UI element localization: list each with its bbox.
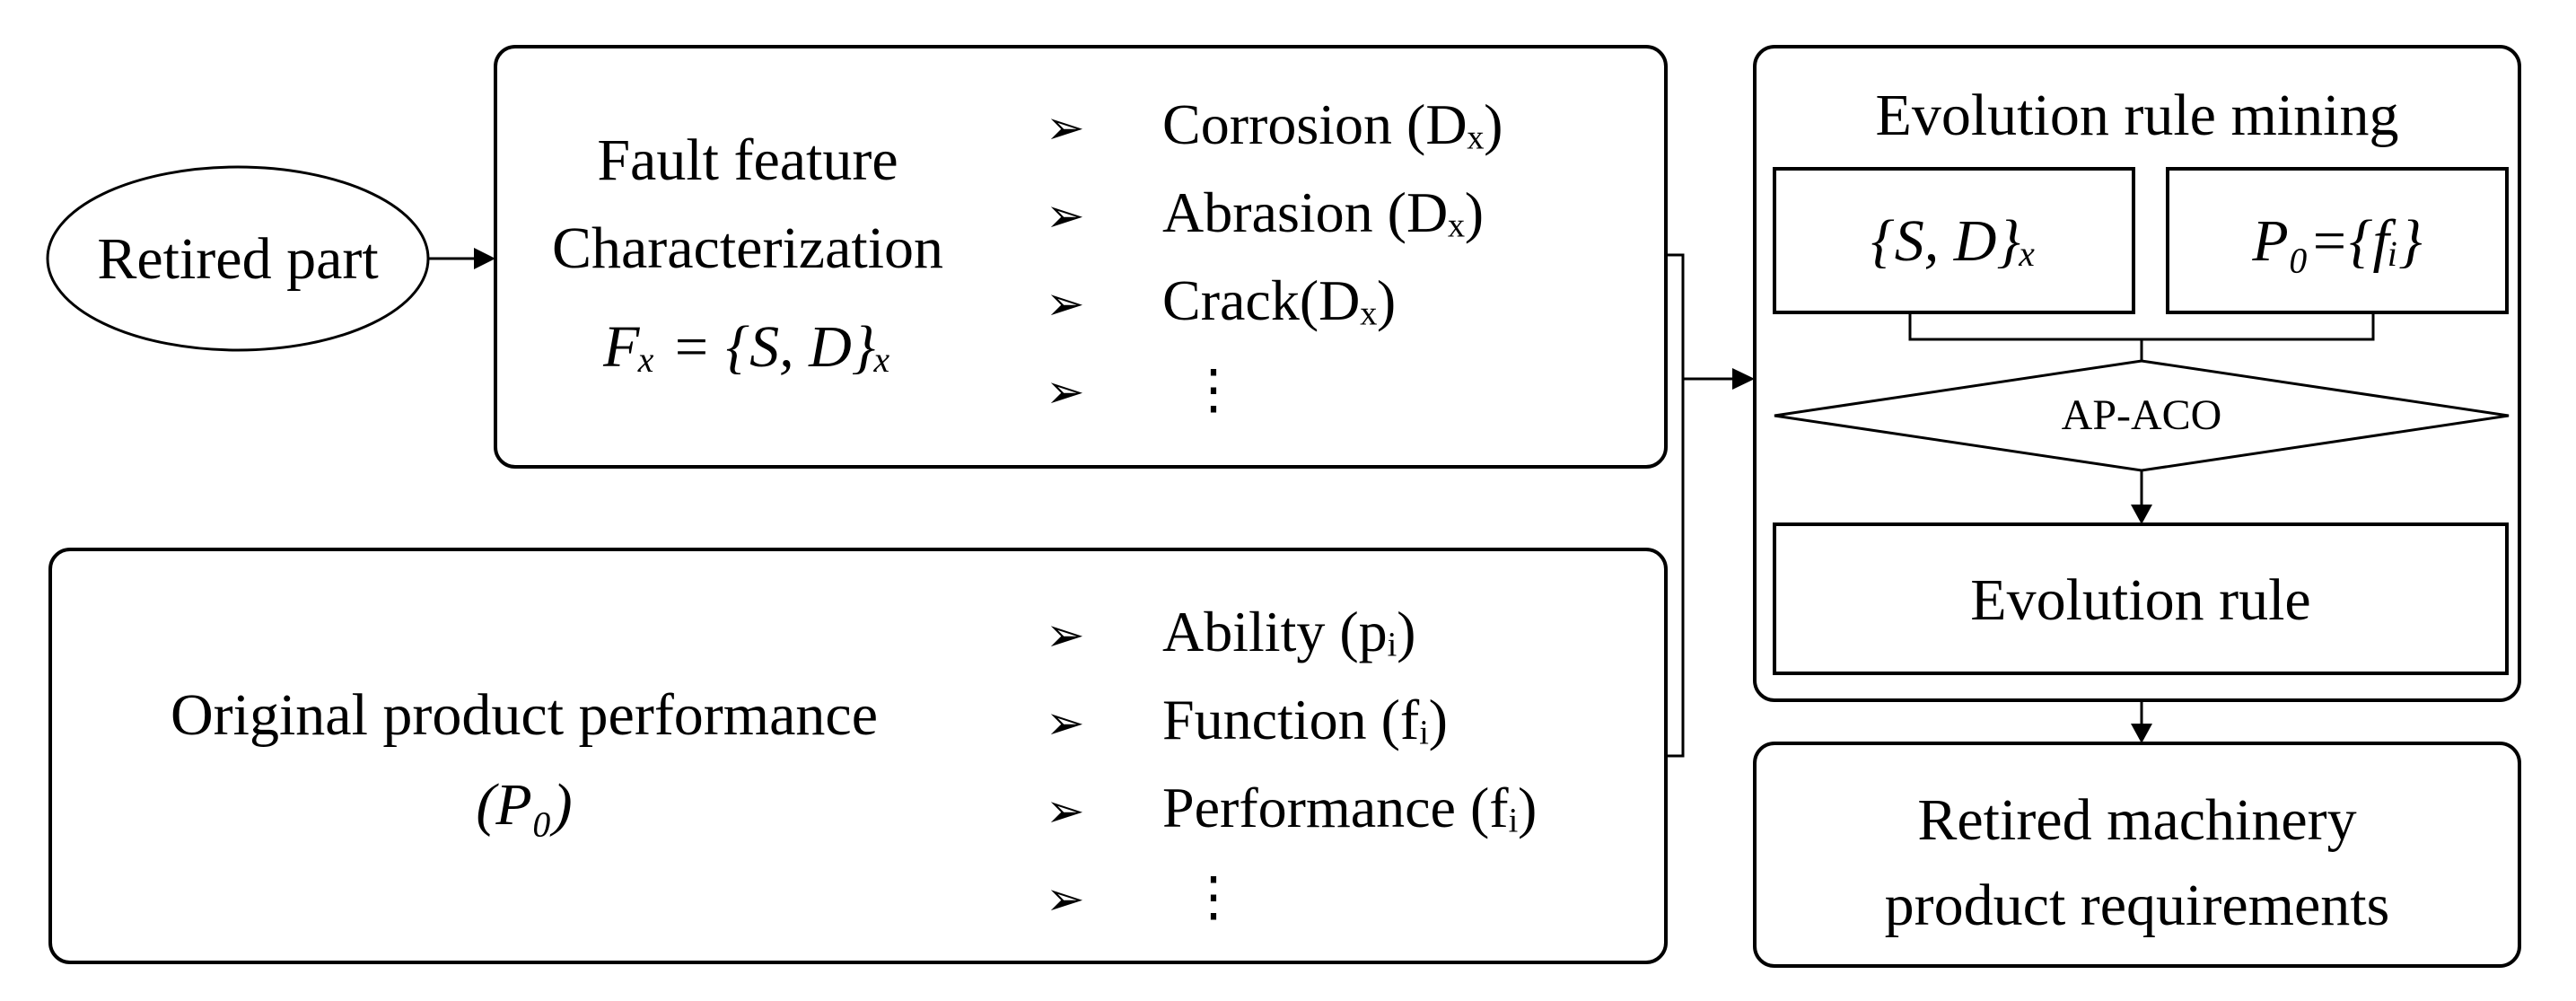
fault-feature-box: Fault feature Characterization Fₓ = {S, … [494,45,1668,469]
list-item: ➢ Ability (pᵢ) [1046,600,1415,663]
original-performance-title-line1: Original product performance [171,682,878,748]
requirements-line1: Retired machinery [1917,787,2356,853]
sd-set-label: {S, D}ₓ [1871,208,2037,274]
p0-set-label: P₀={fᵢ} [2251,208,2422,274]
arrowhead-bullet-icon: ➢ [1046,873,1085,926]
ap-aco-diamond: AP-ACO [1774,359,2510,472]
list-item: ➢ Abrasion (Dₓ) [1046,180,1484,244]
list-item: ➢ Performance (fᵢ) [1046,776,1537,839]
arrow-mining-to-requirements [2131,700,2152,743]
requirements-box: Retired machinery product requirements [1753,742,2521,968]
p0-set-box: P₀={fᵢ} [2166,167,2509,314]
original-performance-title-line2: (P₀) [476,772,572,838]
arrowhead-bullet-icon: ➢ [1046,785,1085,839]
arrow-diamond-to-rule [2131,470,2152,524]
retired-part-label: Retired part [97,226,378,292]
list-item: ➢ Corrosion (Dₓ) [1046,92,1503,156]
arrow-retired-to-fault [428,248,495,269]
vertical-ellipsis-icon: ⋮ [1187,358,1240,421]
arrowhead-bullet-icon: ➢ [1046,365,1085,419]
arrowhead-bullet-icon: ➢ [1046,189,1085,243]
evolution-rule-label: Evolution rule [1970,567,2310,633]
fault-bullet-crack: Crack(Dₓ) [1162,268,1396,332]
retired-part-node: Retired part [46,165,430,352]
fault-bullet-abrasion: Abrasion (Dₓ) [1162,180,1484,244]
evolution-rule-box: Evolution rule [1773,522,2509,675]
performance-bullet-list: ➢ Ability (pᵢ) ➢ Function (fᵢ) ➢ Perform… [1046,600,1537,928]
vertical-ellipsis-icon: ⋮ [1187,865,1240,928]
list-item: ➢ Crack(Dₓ) [1046,268,1396,332]
connector-to-evolution-mining [1666,253,1755,758]
list-item: ➢ Function (fᵢ) [1046,688,1448,751]
performance-bullet-function: Function (fᵢ) [1162,688,1448,751]
arrowhead-bullet-icon: ➢ [1046,277,1085,331]
fault-feature-title-line1: Fault feature [597,127,898,193]
requirements-line2: product requirements [1885,873,2390,938]
evolution-mining-title: Evolution rule mining [1876,83,2399,148]
ap-aco-label: AP-ACO [2062,391,2222,439]
merge-bracket [1908,312,2375,361]
original-performance-box: Original product performance (P₀) ➢ Abil… [48,548,1668,964]
list-item: ➢ ⋮ [1046,358,1240,421]
performance-bullet-performance: Performance (fᵢ) [1162,776,1537,839]
fault-feature-title-line2: Characterization [552,215,943,281]
fault-feature-formula: Fₓ = {S, D}ₓ [602,314,892,380]
fault-bullet-list: ➢ Corrosion (Dₓ) ➢ Abrasion (Dₓ) ➢ Crack… [1046,92,1503,421]
performance-bullet-ability: Ability (pᵢ) [1162,600,1415,663]
fault-bullet-corrosion: Corrosion (Dₓ) [1162,92,1503,156]
evolution-mining-box: Evolution rule mining {S, D}ₓ P₀={fᵢ} AP… [1753,45,2521,702]
arrowhead-bullet-icon: ➢ [1046,609,1085,663]
list-item: ➢ ⋮ [1046,865,1240,928]
arrowhead-bullet-icon: ➢ [1046,101,1085,155]
arrowhead-bullet-icon: ➢ [1046,697,1085,751]
sd-set-box: {S, D}ₓ [1773,167,2135,314]
